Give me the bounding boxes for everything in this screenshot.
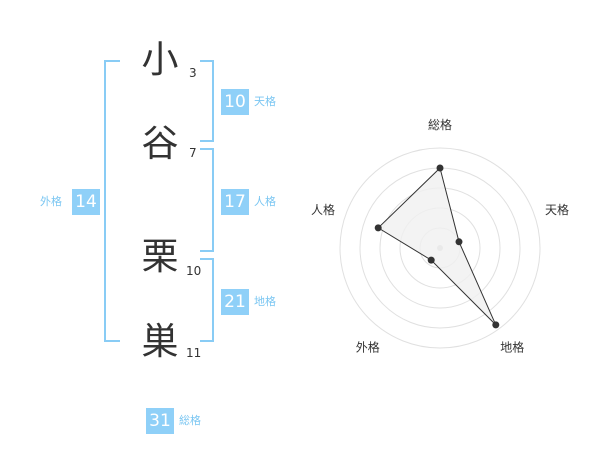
jinkaku-label: 人格 xyxy=(254,195,276,208)
radar-axis-label: 外格 xyxy=(356,340,380,355)
stroke-count-4: 11 xyxy=(186,346,202,360)
gaikaku-bracket xyxy=(104,60,120,342)
radar-data-points xyxy=(374,164,500,329)
stroke-count-2: 7 xyxy=(189,146,197,160)
soukaku-badge: 31 xyxy=(146,408,174,434)
gaikaku-badge: 14 xyxy=(72,189,100,215)
name-char-3: 栗 xyxy=(141,235,179,278)
chikaku-label: 地格 xyxy=(254,295,276,308)
chikaku-bracket xyxy=(200,258,214,342)
tenkaku-bracket xyxy=(200,60,214,142)
radar-point-5 xyxy=(374,224,382,232)
radar-point-1 xyxy=(436,164,444,172)
soukaku-label: 総格 xyxy=(179,414,201,427)
gaikaku-label: 外格 xyxy=(40,195,62,208)
radar-axis-label: 人格 xyxy=(311,202,335,217)
tenkaku-badge: 10 xyxy=(221,89,249,115)
radar-ring xyxy=(339,147,541,349)
radar-axis-label: 地格 xyxy=(500,340,524,355)
jinkaku-bracket xyxy=(200,148,214,252)
name-char-1: 小 xyxy=(141,38,179,81)
name-char-2: 谷 xyxy=(141,122,179,165)
name-char-4: 巣 xyxy=(141,320,179,363)
chikaku-badge: 21 xyxy=(221,289,249,315)
tenkaku-label: 天格 xyxy=(254,95,276,108)
radar-point-3 xyxy=(492,321,500,329)
stroke-count-1: 3 xyxy=(189,66,197,80)
stroke-count-3: 10 xyxy=(186,264,202,278)
radar-axis-label: 総格 xyxy=(428,117,452,132)
radar-point-4 xyxy=(427,256,435,264)
radar-point-2 xyxy=(455,238,463,246)
radar-axis-label: 天格 xyxy=(545,202,569,217)
radar-data-polygon xyxy=(377,167,497,326)
jinkaku-badge: 17 xyxy=(221,189,249,215)
